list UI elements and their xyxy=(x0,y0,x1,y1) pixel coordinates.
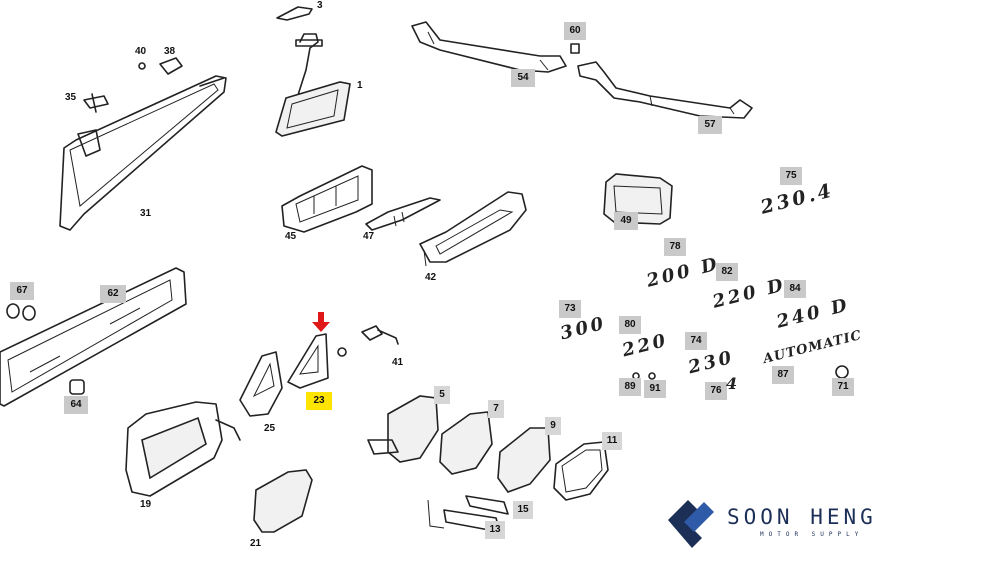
callout-80: 80 xyxy=(619,316,641,334)
emblem-4: 4 xyxy=(726,374,738,393)
callout-76: 76 xyxy=(705,382,727,400)
part-40 xyxy=(138,62,146,70)
part-15-strip xyxy=(465,495,509,515)
callout-7: 7 xyxy=(488,400,504,418)
brand-name: SOON HENG xyxy=(727,505,877,529)
part-21-glass xyxy=(253,469,313,533)
part-57-handle xyxy=(577,61,753,119)
part-7-mirror xyxy=(439,411,493,475)
callout-73: 73 xyxy=(559,300,581,318)
callout-87: 87 xyxy=(772,366,794,384)
part-19-housing xyxy=(125,401,223,497)
callout-47: 47 xyxy=(363,231,375,242)
brand-tagline: MOTOR SUPPLY xyxy=(760,531,864,538)
callout-75: 75 xyxy=(780,167,802,185)
callout-15: 15 xyxy=(513,501,533,519)
callout-40: 40 xyxy=(135,46,147,57)
part-91-clip xyxy=(648,372,656,380)
part-54-handle xyxy=(411,21,567,73)
callout-31: 31 xyxy=(140,208,152,219)
callout-74: 74 xyxy=(685,332,707,350)
callout-19: 19 xyxy=(140,499,152,510)
callout-84: 84 xyxy=(784,280,806,298)
part-1-mount xyxy=(295,39,323,47)
part-45-bracket xyxy=(281,165,373,233)
part-38 xyxy=(159,57,183,75)
part-42-tray xyxy=(419,191,527,263)
callout-9: 9 xyxy=(545,417,561,435)
callout-49: 49 xyxy=(614,212,638,230)
callout-25: 25 xyxy=(264,423,276,434)
callout-3: 3 xyxy=(317,0,323,11)
part-41-screw xyxy=(361,325,399,345)
callout-21: 21 xyxy=(250,538,262,549)
part-23-triangle xyxy=(287,333,329,389)
callout-arrow xyxy=(312,312,330,332)
part-3-clip xyxy=(276,6,313,21)
callout-13: 13 xyxy=(485,521,505,539)
callout-62: 62 xyxy=(100,285,126,303)
brand-logo-icon xyxy=(668,500,714,548)
callout-35: 35 xyxy=(65,92,77,103)
callout-45: 45 xyxy=(285,231,297,242)
part-9-mirror xyxy=(497,427,551,493)
part-62-plate xyxy=(0,267,187,407)
part-71-grommet xyxy=(835,365,849,379)
part-35 xyxy=(83,93,109,113)
callout-60: 60 xyxy=(564,22,586,40)
callout-5: 5 xyxy=(434,386,450,404)
callout-54: 54 xyxy=(511,69,535,87)
callout-38: 38 xyxy=(164,46,176,57)
part-1-mirror xyxy=(275,81,351,137)
part-64-buffer xyxy=(69,379,85,395)
callout-11: 11 xyxy=(602,432,622,450)
part-60-clip xyxy=(570,43,580,54)
callout-78: 78 xyxy=(664,238,686,256)
part-5-mirror xyxy=(387,395,439,463)
part-1-stem xyxy=(297,33,319,96)
part-31-visor xyxy=(59,75,227,231)
callout-41: 41 xyxy=(392,357,404,368)
callout-82: 82 xyxy=(716,263,738,281)
part-11-seal xyxy=(553,441,609,501)
callout-42: 42 xyxy=(425,272,437,283)
callout-1: 1 xyxy=(357,80,363,91)
callout-89: 89 xyxy=(619,378,641,396)
callout-71: 71 xyxy=(832,378,854,396)
part-67-buffer-a xyxy=(6,303,20,319)
callout-67: 67 xyxy=(10,282,34,300)
part-25-base xyxy=(239,351,283,417)
callout-23-highlight: 23 xyxy=(306,392,332,410)
callout-57: 57 xyxy=(698,116,722,134)
callout-64: 64 xyxy=(64,396,88,414)
part-47-strip xyxy=(365,197,441,231)
part-67-buffer-b xyxy=(22,305,36,321)
callout-91: 91 xyxy=(644,380,666,398)
